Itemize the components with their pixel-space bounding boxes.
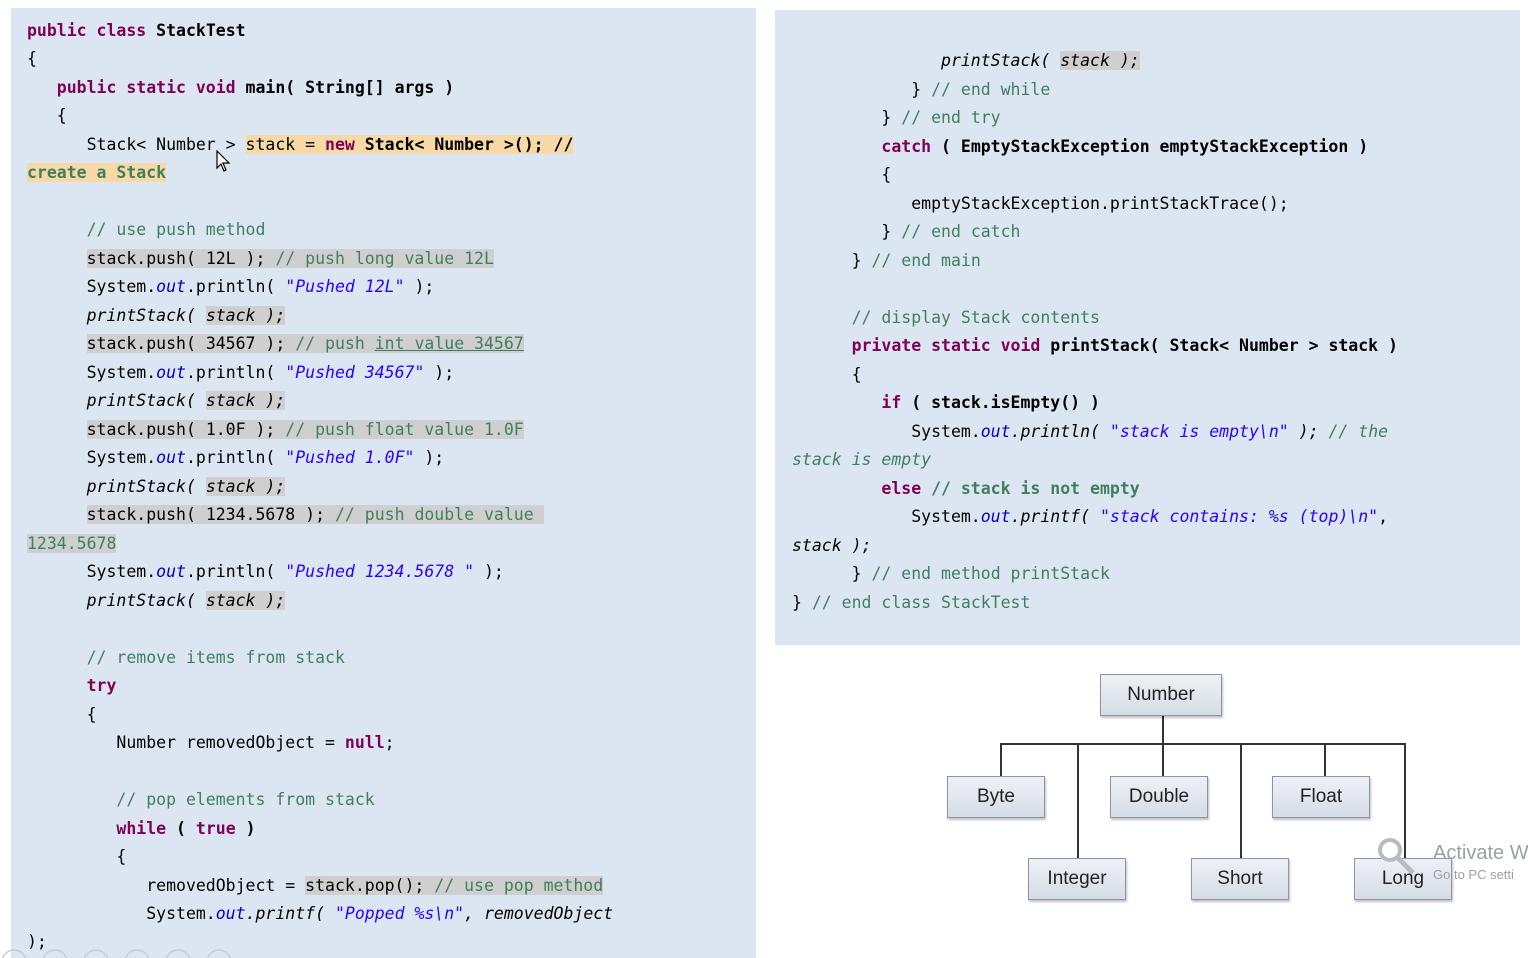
mouse-cursor-icon (216, 150, 231, 172)
code-line: emptyStackException.printStackTrace(); (792, 194, 1289, 213)
code-comment: // display Stack contents (792, 308, 1100, 327)
code-line: } // end main (792, 251, 981, 270)
code-line: printStack( stack ); (27, 477, 286, 496)
code-line: printStack( stack ); (27, 306, 286, 325)
connector (1000, 743, 1406, 745)
code-line: Number removedObject = null; (27, 733, 395, 752)
code-line: else // stack is not empty (792, 479, 1140, 498)
code-line: } // end try (792, 108, 1001, 127)
code-line: while ( true ) (27, 819, 256, 838)
code-line: System.out.println( "Pushed 1.0F" ); (27, 448, 445, 467)
code-line[interactable]: create a Stack (27, 163, 167, 183)
code-line: printStack( stack ); (792, 51, 1140, 70)
code-line: stack.push( 1234.5678 ); // push double … (86, 505, 544, 524)
code-line: stack.push( 34567 ); // push int value 3… (86, 334, 524, 353)
node-byte: Byte (947, 776, 1045, 818)
activation-watermark: Activate W Go to PC setti (1433, 842, 1528, 882)
selected-text[interactable]: create a Stack (27, 163, 167, 182)
code-line: { (792, 165, 892, 184)
code-line: try (27, 676, 117, 695)
code-line: } // end method printStack (792, 564, 1110, 583)
watermark-subtitle: Go to PC setti (1433, 867, 1514, 882)
code-line: 1234.5678 (27, 534, 117, 553)
code-line: System.out.println( "stack is empty\n" )… (792, 422, 1389, 441)
connector (1404, 743, 1406, 858)
connector (1162, 743, 1164, 776)
key-icon (1378, 838, 1415, 875)
code-line: printStack( stack ); (27, 591, 286, 610)
code-line: catch ( EmptyStackException emptyStackEx… (792, 137, 1369, 156)
code-line: public static void main( String[] args ) (27, 78, 455, 97)
connector (1000, 743, 1002, 776)
watermark-title: Activate W (1433, 842, 1528, 864)
code-line: private static void printStack( Stack< N… (792, 336, 1398, 355)
connector (1240, 743, 1242, 858)
code-line: if ( stack.isEmpty() ) (792, 393, 1100, 412)
code-line: { (27, 49, 37, 68)
code-line: System.out.printf( "Popped %s\n", remove… (27, 904, 614, 923)
code-line: System.out.printf( "stack contains: %s (… (792, 507, 1389, 526)
code-line: stack ); (792, 536, 872, 555)
code-comment: // use push method (27, 220, 266, 239)
code-line: stack.push( 12L ); // push long value 12… (86, 249, 494, 268)
code-line: { (27, 847, 127, 866)
code-comment: // remove items from stack (27, 648, 345, 667)
connector (1162, 716, 1164, 744)
code-line: public class StackTest (27, 21, 246, 40)
code-line: { (27, 106, 67, 125)
slide-toolbar[interactable] (0, 948, 240, 958)
node-float: Float (1272, 776, 1370, 818)
code-line: System.out.println( "Pushed 34567" ); (27, 363, 455, 382)
node-double: Double (1110, 776, 1208, 818)
left-code-panel: public class StackTest { public static v… (11, 8, 756, 958)
code-line: System.out.println( "Pushed 1234.5678 " … (27, 562, 504, 581)
right-code-panel: printStack( stack ); } // end while } //… (775, 10, 1520, 645)
code-line: System.out.println( "Pushed 12L" ); (27, 277, 435, 296)
node-integer: Integer (1028, 858, 1126, 900)
connector (1077, 743, 1079, 858)
connector (1324, 743, 1326, 776)
code-line: { (27, 705, 97, 724)
code-line: ); (27, 932, 47, 951)
code-line: { (792, 365, 862, 384)
node-number: Number (1100, 674, 1222, 716)
selected-text[interactable]: stack = new Stack< Number >(); // (245, 135, 574, 154)
code-line: printStack( stack ); (27, 391, 286, 410)
code-line[interactable]: Stack< Number > stack = new Stack< Numbe… (27, 135, 574, 154)
code-line: stack.push( 1.0F ); // push float value … (86, 420, 524, 439)
code-line: stack is empty (792, 450, 932, 469)
code-line: removedObject = stack.pop(); // use pop … (27, 876, 604, 895)
node-short: Short (1191, 858, 1289, 900)
code-line: } // end class StackTest (792, 593, 1031, 612)
code-line: } // end while (792, 80, 1051, 99)
node-long: Long (1354, 858, 1452, 900)
code-line: } // end catch (792, 222, 1021, 241)
code-comment: // pop elements from stack (27, 790, 375, 809)
